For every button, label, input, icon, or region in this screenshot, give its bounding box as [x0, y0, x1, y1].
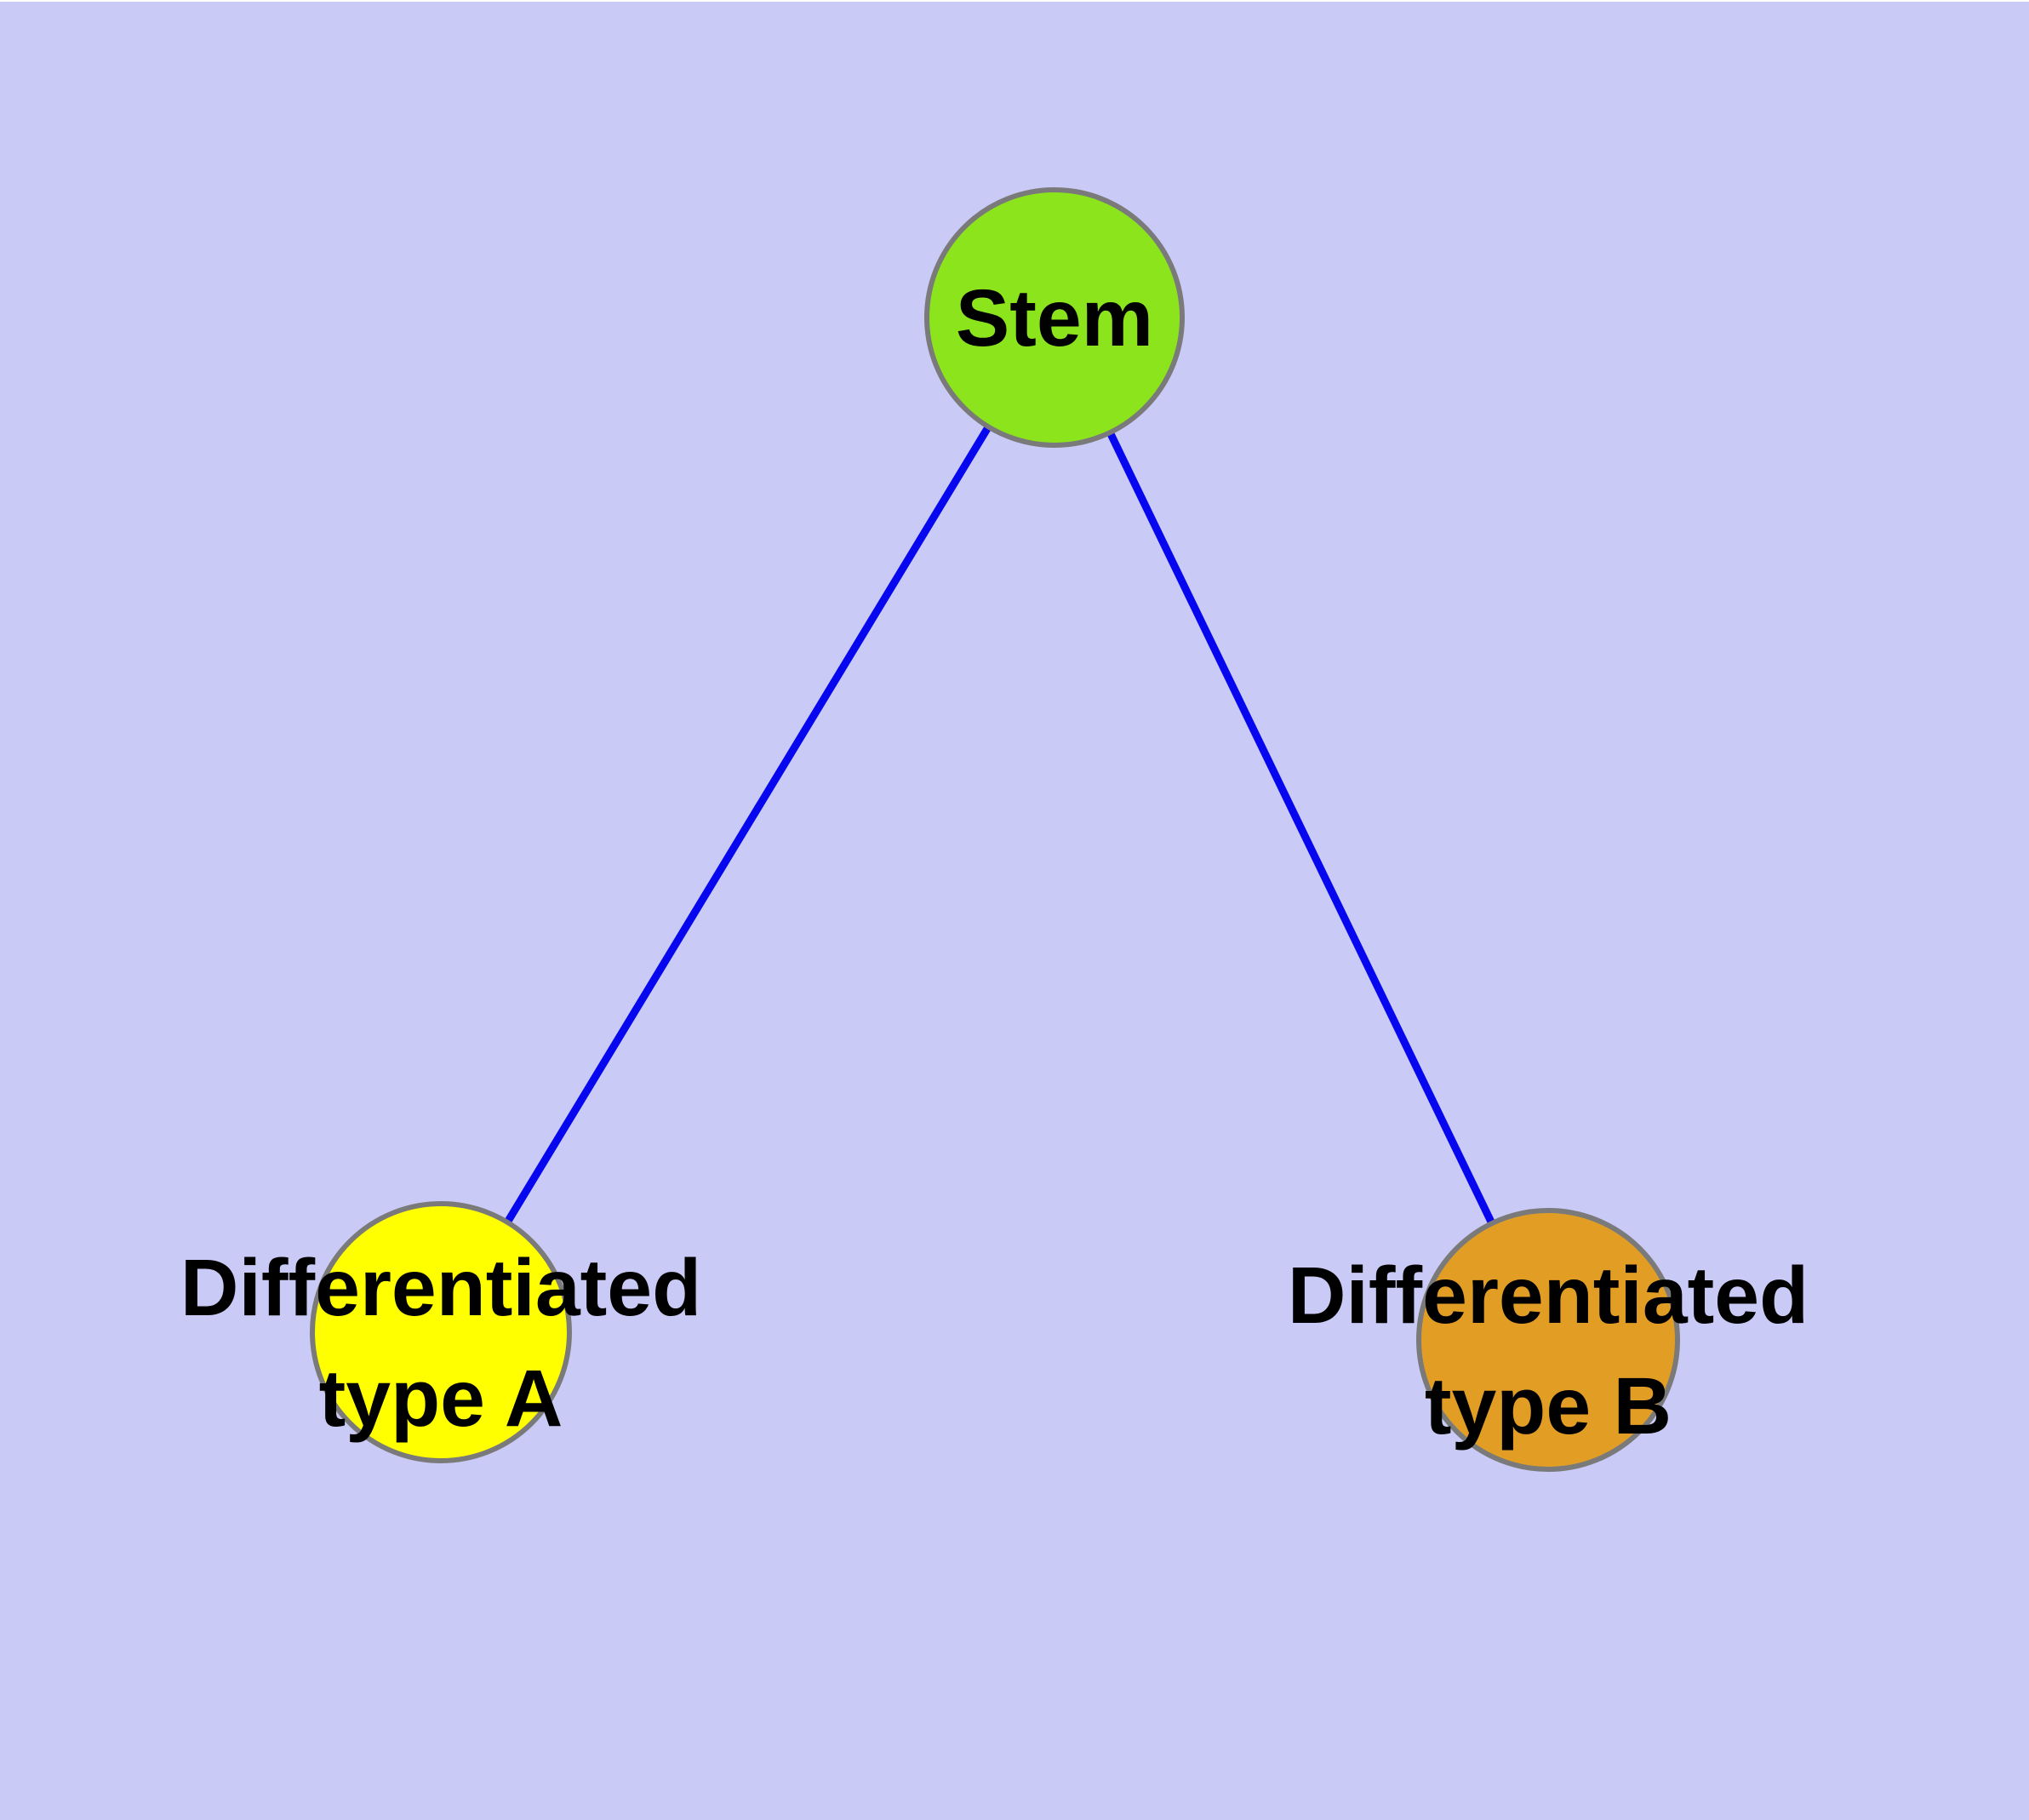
window-top-edge-highlight	[0, 0, 2029, 2]
edge-stem-to-type-b	[1050, 316, 1552, 1342]
node-type-b-circle	[1416, 1208, 1680, 1472]
node-stem-circle	[924, 187, 1185, 448]
edge-stem-to-type-a	[437, 315, 1058, 1335]
node-type-a-label: Differentiated type A	[180, 1233, 701, 1454]
node-type-b-label-line-1: Differentiated	[1287, 1251, 1809, 1341]
node-type-a-label-line-1: Differentiated	[180, 1243, 702, 1333]
node-stem-label-line-1: Stem	[955, 273, 1154, 363]
node-type-a-circle	[310, 1201, 572, 1463]
node-type-b-label-line-2: type B	[1424, 1361, 1672, 1451]
node-type-b-label: Differentiated type B	[1288, 1240, 1809, 1462]
node-stem-label: Stem	[956, 263, 1153, 374]
node-type-a-label-line-2: type A	[318, 1354, 563, 1444]
